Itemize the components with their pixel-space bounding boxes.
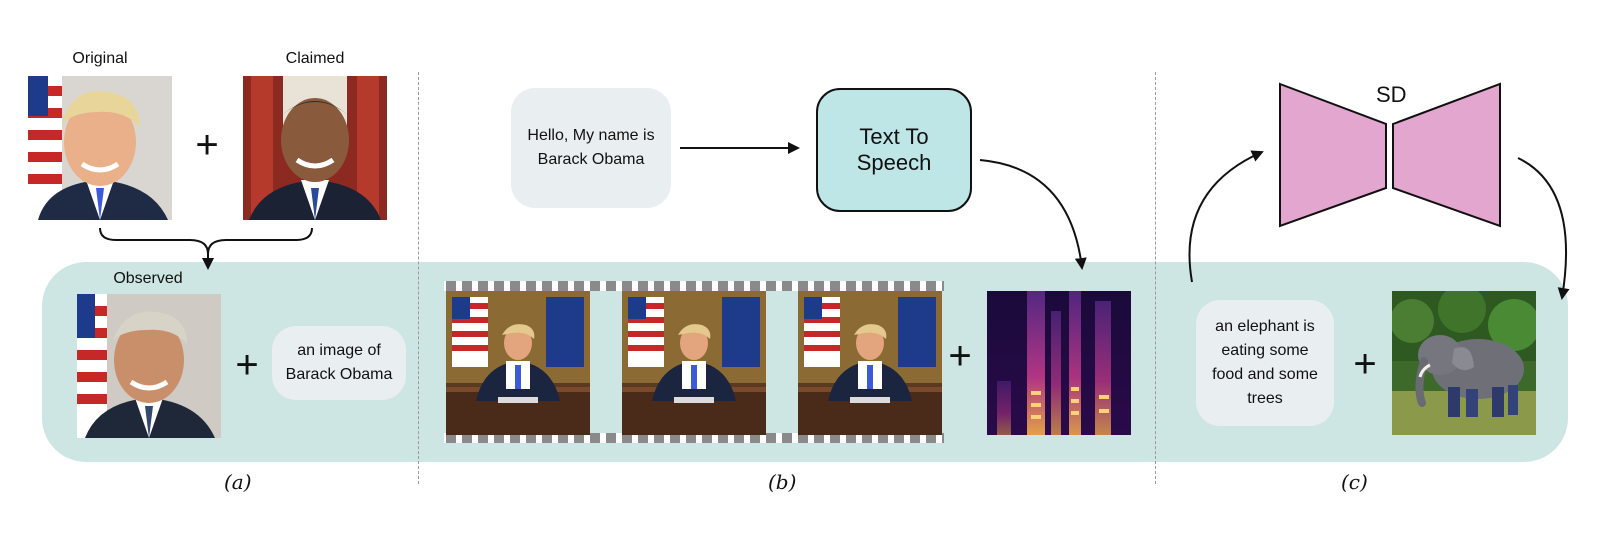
divider-bc (1155, 72, 1156, 484)
video-film-strip (444, 281, 944, 443)
original-label: Original (72, 50, 128, 67)
observed-photo (77, 294, 221, 438)
plus-sign-a1: + (195, 123, 219, 167)
sd-label: SD (1376, 82, 1407, 107)
image-prompt-text: an image of Barack Obama (285, 342, 393, 383)
plus-sign-c: + (1353, 342, 1377, 386)
plus-sign-b: + (948, 334, 972, 378)
speech-input-text: Hello, My name is Barack Obama (527, 127, 655, 168)
tts-label: Text To Speech (856, 124, 932, 175)
sublabel-b: (b) (768, 470, 797, 494)
original-photo (28, 76, 172, 220)
sd-encoder-shape (1279, 82, 1387, 228)
caption-text: an elephant is eating some food and some… (1212, 318, 1318, 407)
image-prompt-bubble: an image of Barack Obama (272, 326, 406, 400)
claimed-photo (243, 76, 387, 220)
claimed-label: Claimed (285, 50, 345, 67)
sd-decoder-shape (1392, 82, 1501, 228)
plus-sign-a2: + (235, 343, 259, 387)
audio-spectrogram (987, 291, 1131, 435)
sublabel-a: (a) (224, 470, 252, 494)
text-to-speech-box: Text To Speech (816, 88, 972, 212)
speech-text-bubble: Hello, My name is Barack Obama (511, 88, 671, 208)
sublabel-c: (c) (1341, 470, 1368, 494)
observed-label: Observed (113, 270, 183, 287)
caption-bubble: an elephant is eating some food and some… (1196, 300, 1334, 426)
generated-elephant-image (1392, 291, 1536, 435)
divider-ab (418, 72, 419, 484)
